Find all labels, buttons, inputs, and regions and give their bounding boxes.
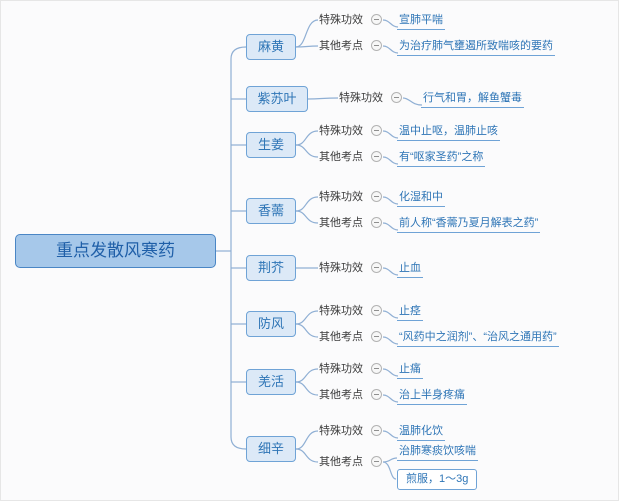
connector-line [382,461,397,480]
collapse-icon[interactable] [371,40,382,51]
leaf-topic[interactable]: 化湿和中 [397,189,445,207]
leaf-topic[interactable]: 治上半身疼痛 [397,387,467,405]
collapse-icon[interactable] [371,331,382,342]
collapse-icon[interactable] [371,125,382,136]
branch-xixin[interactable]: 细辛 [246,436,296,462]
collapse-icon[interactable] [371,363,382,374]
collapse-icon[interactable] [371,217,382,228]
branch-fangfeng[interactable]: 防风 [246,311,296,337]
collapse-icon[interactable] [391,92,402,103]
connector-line [382,457,398,463]
connector-line [382,394,399,403]
subtopic-label[interactable]: 其他考点 [319,217,363,229]
branch-qianghuo[interactable]: 羌活 [246,369,296,395]
leaf-topic[interactable]: 止血 [397,260,423,278]
collapse-icon[interactable] [371,456,382,467]
subtopic-label[interactable]: 其他考点 [319,331,363,343]
connector-line [382,222,399,231]
root-topic[interactable]: 重点发散风寒药 [15,234,216,268]
leaf-topic[interactable]: 前人称“香薷乃夏月解表之药” [397,215,541,233]
subtopic-label[interactable]: 特殊功效 [319,262,363,274]
subtopic-label[interactable]: 其他考点 [319,151,363,163]
subtopic-label[interactable]: 其他考点 [319,40,363,52]
connector-line [295,210,319,224]
leaf-topic[interactable]: 行气和胃，解鱼蟹毒 [421,90,524,108]
branch-zisuye[interactable]: 紫苏叶 [246,86,308,112]
connector-line [402,97,423,106]
connector-line [382,156,399,165]
leaf-topic[interactable]: 止痉 [397,303,423,321]
connector-line [382,45,399,54]
connector-line [295,323,319,338]
connector-line [295,45,319,48]
leaf-topic[interactable]: 止痛 [397,361,423,379]
leaf-topic[interactable]: 为治疗肺气壅遏所致喘咳的要药 [397,38,555,56]
subtopic-label[interactable]: 特殊功效 [319,14,363,26]
leaf-topic[interactable]: 温中止呕，温肺止咳 [397,123,500,141]
branch-jingjie[interactable]: 荆芥 [246,255,296,281]
connector-line [307,97,339,100]
subtopic-label[interactable]: 其他考点 [319,456,363,468]
leaf-topic-boxed[interactable]: 煎服，1～3g [397,469,478,490]
connector-line [295,381,319,396]
connector-line [382,310,399,319]
collapse-icon[interactable] [371,14,382,25]
connector-line [382,19,399,28]
subtopic-label[interactable]: 特殊功效 [319,363,363,375]
connector-line [295,310,319,325]
connector-line [382,430,399,439]
connector-line [295,430,319,450]
subtopic-label[interactable]: 特殊功效 [319,191,363,203]
subtopic-label[interactable]: 特殊功效 [319,125,363,137]
collapse-icon[interactable] [371,151,382,162]
collapse-icon[interactable] [371,389,382,400]
connector-line [295,19,319,48]
connector-line [230,46,247,450]
collapse-icon[interactable] [371,425,382,436]
connector-line [382,130,399,139]
connector-line [382,336,399,345]
branch-shengjiang[interactable]: 生姜 [246,132,296,158]
connector-line [295,368,319,383]
subtopic-label[interactable]: 其他考点 [319,389,363,401]
collapse-icon[interactable] [371,262,382,273]
collapse-icon[interactable] [371,305,382,316]
connector-line [295,448,319,463]
leaf-topic[interactable]: 治肺寒痰饮咳喘 [397,443,478,461]
leaf-topic[interactable]: 温肺化饮 [397,423,445,441]
leaf-topic[interactable]: “风药中之润剂”、“治风之通用药” [397,329,559,347]
connector-line [295,130,319,146]
connector-line [382,368,399,377]
leaf-topic[interactable]: 宣肺平喘 [397,12,445,30]
connector-line [382,196,399,205]
connector-line [382,267,399,276]
connector-line [295,144,319,158]
subtopic-label[interactable]: 特殊功效 [339,92,383,104]
collapse-icon[interactable] [371,191,382,202]
branch-xiangru[interactable]: 香薷 [246,198,296,224]
leaf-topic[interactable]: 有“呕家圣药”之称 [397,149,486,167]
connector-line [295,196,319,212]
branch-mahuang[interactable]: 麻黄 [246,34,296,60]
subtopic-label[interactable]: 特殊功效 [319,305,363,317]
subtopic-label[interactable]: 特殊功效 [319,425,363,437]
